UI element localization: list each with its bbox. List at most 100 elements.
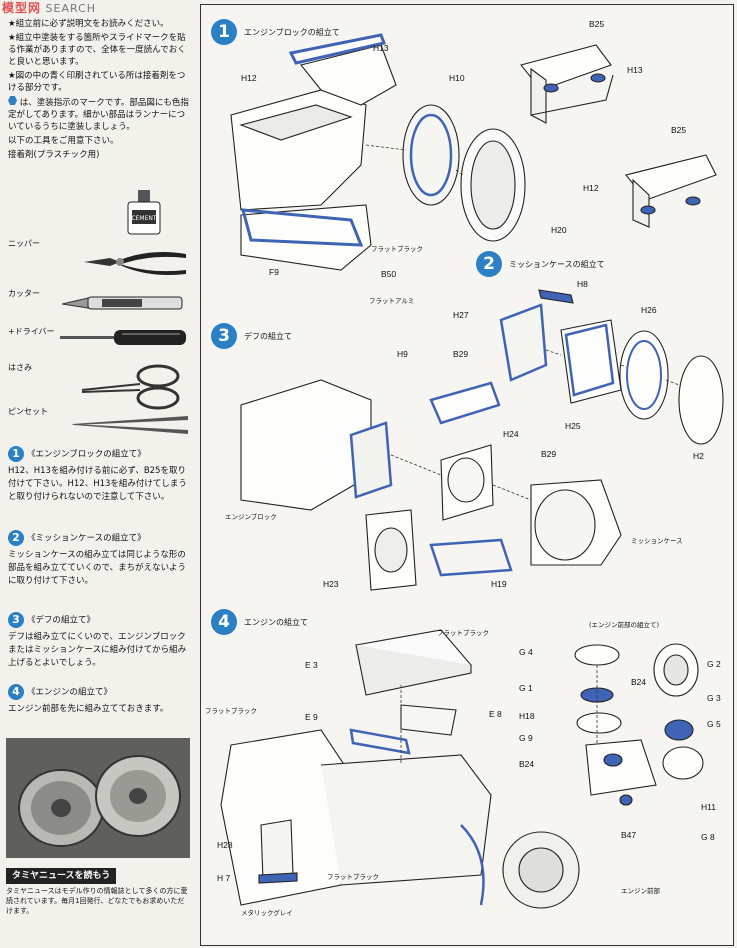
sidebar-step-4: 4《エンジンの組立て》 エンジン前部を先に組み立てておきます。 — [8, 684, 192, 716]
part-label: B29 — [541, 449, 557, 459]
part-label: E 3 — [305, 660, 318, 670]
part-label: G 2 — [707, 659, 721, 669]
part-label: H23 — [323, 579, 339, 589]
paint-note: メタリックグレイ — [241, 909, 293, 917]
paint-note: フラットブラック — [371, 245, 423, 253]
step-heading: 《デフの組立て》 — [27, 615, 96, 626]
glue-bottle-icon: CEMENT — [127, 190, 161, 235]
paint-mark-icon — [8, 96, 17, 105]
sidebar-step-2: 2《ミッションケースの組立て》 ミッションケースの組み立ては同じような形の部品を… — [8, 530, 192, 588]
instructions-sidebar: 模型网 SEARCH ★組立前に必ず説明文をお読みください。 ★組立中塗装をする… — [0, 0, 197, 948]
step-2-title: 2 ミッションケースの組立て — [476, 251, 605, 277]
paint-note: フラットブラック — [327, 873, 379, 881]
part-label: E 8 — [489, 709, 502, 719]
part-label: H12 — [241, 73, 257, 83]
part-label: B47 — [621, 830, 637, 840]
watermark-logo: 模型网 SEARCH — [2, 1, 97, 15]
engine-front-label: エンジン前部 — [621, 887, 660, 895]
tool-label-tweezers: ピンセット — [8, 407, 48, 416]
pulley-photo — [6, 738, 190, 858]
paint-note: フラットブラック — [437, 629, 489, 637]
step-heading: 《エンジンブロックの組立て》 — [27, 449, 146, 460]
part-label: G 3 — [707, 693, 721, 703]
part-label: H26 — [641, 305, 657, 315]
step-title-text: デフの組立て — [244, 331, 292, 341]
cutter-icon — [62, 296, 183, 310]
assembly-drawing — [220, 33, 724, 909]
step-number-badge: 4 — [211, 609, 237, 635]
intro-line: 以下の工具をご用意下さい。 — [8, 136, 119, 146]
part-label: B25 — [589, 19, 605, 29]
part-label: H28 — [217, 840, 233, 850]
step-text: ミッションケースの組み立ては同じような形の部品を組み立てていくので、まちがえない… — [8, 550, 186, 586]
part-label: H19 — [491, 579, 507, 589]
sidebar-step-1: 1《エンジンブロックの組立て》 H12、H13を組み付ける前に必ず、B25を取り… — [8, 446, 192, 504]
mission-case-label: ミッションケース — [631, 537, 683, 545]
step-number-badge: 3 — [8, 612, 24, 628]
part-label: B25 — [671, 125, 687, 135]
part-label: H11 — [701, 802, 716, 812]
part-label: E 9 — [305, 712, 318, 722]
part-label: H25 — [565, 421, 581, 431]
step-heading: 《ミッションケースの組立て》 — [27, 533, 146, 544]
tamiya-news: タミヤニュースを読もう タミヤニュースはモデル作りの情報誌として多くの方に愛読さ… — [6, 868, 190, 916]
step-number-badge: 2 — [8, 530, 24, 546]
engine-front-assembly-label: (エンジン前部の組立て) — [589, 621, 660, 629]
part-label: G 8 — [701, 832, 715, 842]
step-1-title: 1 エンジンブロックの組立て — [211, 19, 340, 45]
step-heading: 《エンジンの組立て》 — [27, 687, 113, 698]
part-label: F9 — [269, 267, 279, 277]
news-title: タミヤニュースを読もう — [6, 868, 117, 884]
intro-line: は、塗装指示のマークです。部品図にも色指定がしてあります。細かい部品はランナーに… — [8, 96, 189, 132]
part-label: H24 — [503, 429, 519, 439]
intro-line: ★組立前に必ず説明文をお読みください。 — [8, 19, 169, 29]
part-label: H13 — [627, 65, 643, 75]
nipper-icon — [84, 252, 186, 275]
news-text: タミヤニュースはモデル作りの情報誌として多くの方に愛読されています。毎月1回発行… — [6, 887, 188, 915]
step-title-text: エンジンの組立て — [244, 617, 308, 627]
part-label: H13 — [373, 43, 389, 53]
step-3-title: 3 デフの組立て — [211, 323, 292, 349]
part-label: H 7 — [217, 873, 231, 883]
part-label: B24 — [519, 759, 535, 769]
part-label: H18 — [519, 711, 535, 721]
tool-label-scissors: はさみ — [8, 363, 32, 372]
engine-block-label: エンジンブロック — [225, 513, 277, 521]
step-text: デフは組み立てにくいので、エンジンブロックまたはミッションケースに組み付けてから… — [8, 632, 187, 668]
tool-label-cutter: カッター — [8, 289, 40, 298]
part-label: H2 — [693, 451, 704, 461]
part-label: H10 — [449, 73, 465, 83]
intro-line: ★図の中の青く印刷されている所は接着剤をつける部分です。 — [8, 71, 186, 93]
step-number-badge: 3 — [211, 323, 237, 349]
glue-label: 接着剤(プラスチック用) — [8, 150, 100, 160]
screwdriver-icon — [60, 330, 186, 345]
step-number-badge: 4 — [8, 684, 24, 700]
part-label: G 1 — [519, 683, 533, 693]
part-label: B24 — [631, 677, 647, 687]
part-label: H8 — [577, 279, 588, 289]
paint-note: フラットアルミ — [369, 297, 415, 305]
scissors-icon — [81, 364, 180, 410]
step-text: H12、H13を組み付ける前に必ず、B25を取り付けて下さい。H12、H13を組… — [8, 466, 187, 502]
step-title-text: ミッションケースの組立て — [509, 259, 605, 269]
part-label: H27 — [453, 310, 469, 320]
part-label: B50 — [381, 269, 397, 279]
part-label: G 5 — [707, 719, 721, 729]
assembly-diagram-panel: 1 エンジンブロックの組立て 2 ミッションケースの組立て 3 デフの組立て 4… — [200, 4, 734, 946]
step-number-badge: 1 — [211, 19, 237, 45]
tool-label-driver: +ドライバー — [8, 327, 55, 336]
step-text: エンジン前部を先に組み立てておきます。 — [8, 704, 169, 714]
part-label: G 9 — [519, 733, 533, 743]
tool-label-nipper: ニッパー — [8, 239, 40, 248]
sidebar-step-3: 3《デフの組立て》 デフは組み立てにくいので、エンジンブロックまたはミッションケ… — [8, 612, 192, 670]
intro-line: ★組立中塗装をする箇所やスライドマークを貼る作業がありますので、全体を一度読んで… — [8, 33, 186, 67]
step-4-title: 4 エンジンの組立て — [211, 609, 308, 635]
part-label: H12 — [583, 183, 599, 193]
part-label: H20 — [551, 225, 567, 235]
part-label: G 4 — [519, 647, 533, 657]
intro-notes: ★組立前に必ず説明文をお読みください。 ★組立中塗装をする箇所やスライドマークを… — [8, 18, 192, 163]
step-title-text: エンジンブロックの組立て — [244, 27, 340, 37]
tweezers-icon — [72, 416, 188, 434]
part-label: B29 — [453, 349, 469, 359]
step-number-badge: 2 — [476, 251, 502, 277]
